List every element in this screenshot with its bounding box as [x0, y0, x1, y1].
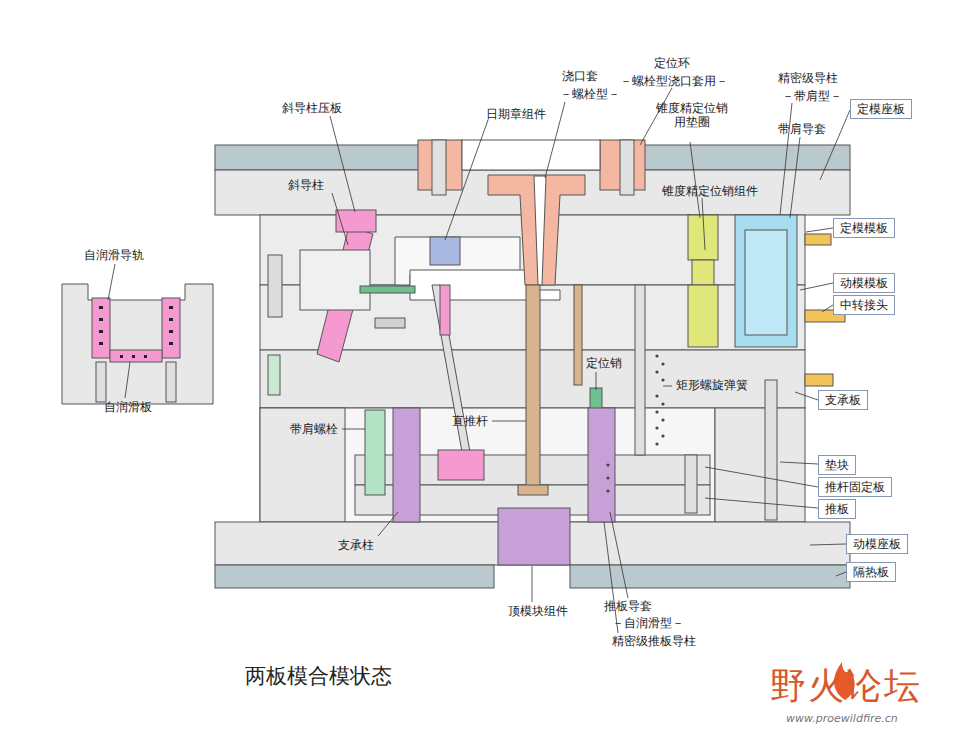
ejector-guide-pin	[588, 408, 615, 522]
spring-plunger	[375, 318, 405, 328]
part-label-box: 动模模板	[833, 273, 895, 293]
lifter-block	[438, 450, 484, 480]
part-label-box: 动模座板	[846, 534, 908, 554]
part-name: 精密级导柱	[778, 71, 838, 85]
part-label-box: 隔热板	[846, 562, 896, 582]
ring-bore	[462, 140, 600, 170]
part-name: 垫块	[825, 458, 849, 472]
sprue-channel	[534, 176, 546, 285]
ejector-pin-head	[518, 485, 548, 495]
part-label-box: 垫块	[818, 455, 856, 475]
lifter-head	[440, 285, 450, 335]
part-name: 隔热板	[853, 565, 889, 579]
guide-pin	[745, 230, 787, 335]
screw	[765, 380, 777, 520]
part-name: 自润滑导轨	[84, 248, 144, 262]
watermark: 野火论坛	[770, 664, 922, 707]
part-name: 直推杆	[452, 414, 488, 428]
part-name: 动模座板	[853, 537, 901, 551]
part-name: －螺栓型－	[560, 87, 620, 101]
part-label-box: 推板	[818, 499, 856, 519]
lubricant-plugs	[99, 306, 173, 358]
part-name: 支承板	[825, 393, 861, 407]
sprue-bush	[488, 175, 585, 285]
date-stamp	[430, 237, 460, 265]
guide-pin	[735, 215, 797, 347]
part-name: 带肩导套	[778, 122, 826, 136]
part-name: 定模座板	[857, 102, 905, 116]
ejector-pin	[526, 285, 540, 490]
core-pin	[360, 286, 415, 293]
coil-spring	[606, 354, 664, 492]
inset-detail	[62, 284, 213, 404]
part-name: 自润滑板	[104, 400, 152, 414]
angle-pin-clamp	[336, 210, 376, 232]
part-label-box: 推杆固定板	[818, 477, 892, 497]
return-pin	[574, 285, 582, 385]
part-name: 锥度精定位销 用垫圈	[654, 101, 731, 130]
slide-lock	[268, 255, 282, 317]
part-name: 矩形螺旋弹簧	[676, 378, 748, 392]
part-name: 锥度精定位销组件	[662, 184, 758, 198]
part-name: 动模模板	[840, 276, 888, 290]
spring-rod	[635, 285, 645, 455]
part-name: 支承柱	[338, 538, 374, 552]
dowel-pin	[590, 388, 602, 410]
part-name: 斜导柱	[288, 178, 324, 192]
taper-pin	[692, 260, 714, 285]
part-name: 推杆固定板	[825, 480, 885, 494]
slide	[300, 250, 370, 310]
caption: 两板模合模状态	[245, 662, 392, 690]
screw	[620, 140, 634, 195]
part-name: 中转接头	[840, 298, 888, 312]
watermark: www.proewildfire.cn	[786, 712, 898, 725]
screw	[685, 455, 697, 513]
part-name: 定位环	[654, 56, 690, 70]
part-name: －螺栓型浇口套用－	[620, 74, 728, 88]
part-label-box: 中转接头	[833, 295, 895, 315]
slide-stop	[268, 355, 280, 395]
screw	[432, 140, 446, 195]
part-name: 精密级推板导柱	[612, 634, 696, 648]
part-label-box: 定模模板	[833, 218, 895, 238]
part-name: 日期章组件	[486, 107, 546, 121]
part-name: －自润滑型－	[612, 616, 684, 630]
spacer-block-left	[260, 408, 345, 522]
part-name: 斜导柱压板	[282, 101, 342, 115]
fitting	[805, 234, 831, 245]
taper-pin	[688, 285, 718, 347]
part-name: 推板导套	[604, 599, 652, 613]
part-name: 浇口套	[562, 69, 598, 83]
support-pillar	[393, 408, 420, 522]
part-name: 顶模块组件	[508, 604, 568, 618]
part-label-box: 定模座板	[850, 99, 912, 119]
ejector-space	[260, 408, 715, 522]
spacer-block-right	[715, 408, 805, 522]
part-name: 推板	[825, 502, 849, 516]
ejector-block	[498, 508, 570, 565]
part-name: 定模模板	[840, 221, 888, 235]
fitting	[805, 374, 833, 386]
insulation-plate-left	[215, 565, 494, 588]
part-label-box: 支承板	[818, 390, 868, 410]
part-name: 带肩螺栓	[290, 422, 338, 436]
part-name: 定位销	[586, 356, 622, 370]
leader-lines	[108, 88, 850, 633]
part-name: －带肩型－	[782, 89, 842, 103]
shoulder-bolt	[365, 410, 385, 495]
